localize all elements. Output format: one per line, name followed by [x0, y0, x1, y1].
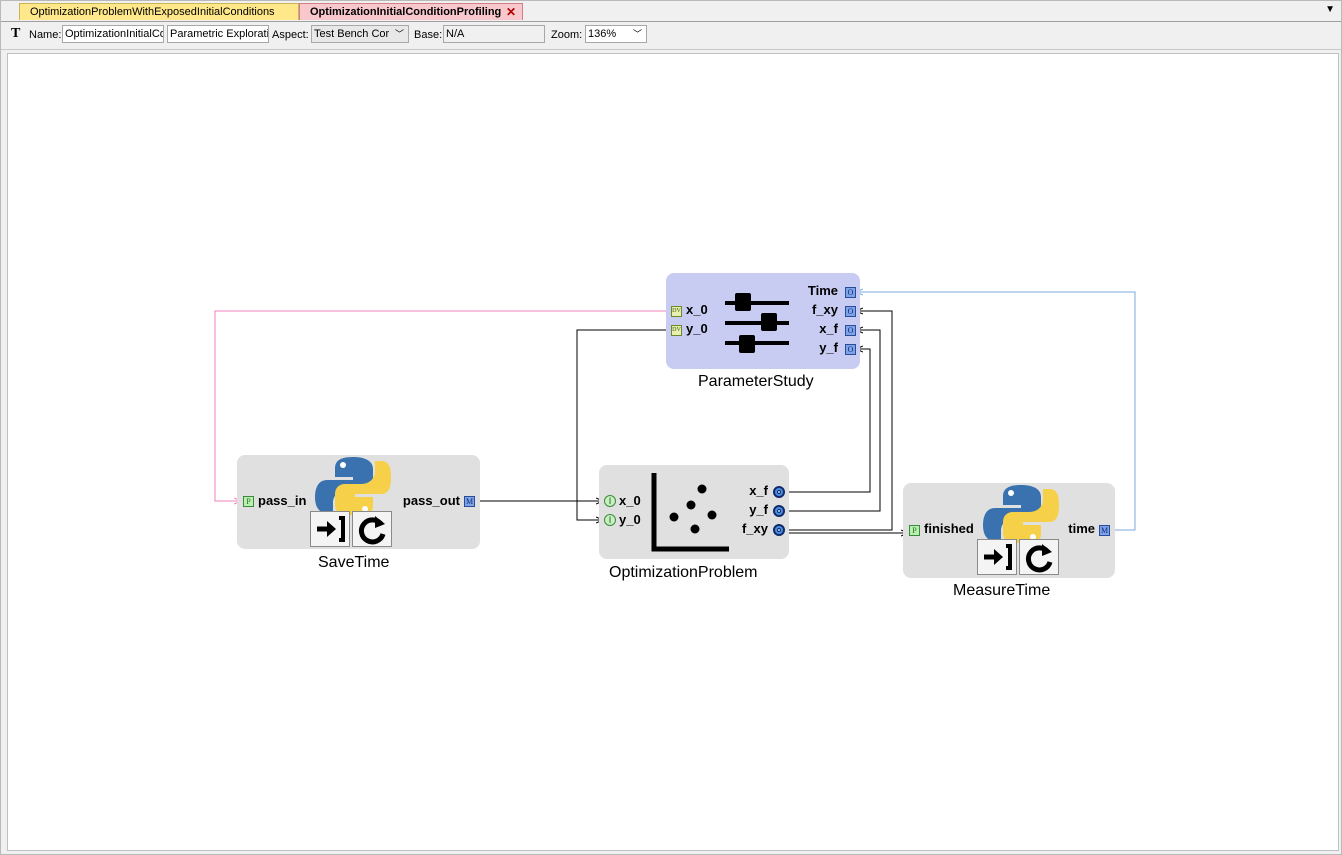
output-port-icon[interactable]: M: [1099, 525, 1110, 536]
port-x0-label: x_0: [619, 493, 641, 508]
input-arrow-button[interactable]: [977, 539, 1017, 575]
wire-xf-to-ps-yf: [784, 349, 871, 493]
scatter-plot-icon: [651, 473, 729, 552]
tab-optimization-problem[interactable]: OptimizationProblemWithExposedInitialCon…: [19, 3, 299, 20]
input-port-icon[interactable]: P: [909, 525, 920, 536]
meta-field[interactable]: Parametric Exploratio: [167, 25, 269, 43]
zoom-select[interactable]: 136% ﹀: [585, 25, 647, 43]
port-yf-label: y_f: [749, 502, 768, 517]
input-port-icon[interactable]: DV: [671, 325, 682, 336]
port-y0-label: y_0: [686, 321, 708, 336]
output-port-icon[interactable]: O: [845, 287, 856, 298]
port-pass-in-label: pass_in: [258, 493, 307, 508]
input-port-icon[interactable]: DV: [671, 306, 682, 317]
output-port-icon[interactable]: [773, 486, 785, 498]
tab-list-dropdown-icon[interactable]: ▼: [1325, 4, 1335, 15]
wire-yf-to-ps-xf: [784, 330, 881, 512]
input-port-icon[interactable]: P: [243, 496, 254, 507]
output-port-icon[interactable]: [773, 524, 785, 536]
wire-fxy-to-ps-fxy: [784, 311, 893, 531]
input-arrow-icon: [984, 544, 1012, 570]
port-y0-label: y_0: [619, 512, 641, 527]
measure-time-block[interactable]: P finished time M: [903, 483, 1115, 578]
text-tool-icon[interactable]: T: [11, 26, 21, 41]
input-arrow-button[interactable]: [310, 511, 350, 547]
close-icon[interactable]: ✕: [505, 5, 516, 19]
output-port-icon[interactable]: O: [845, 306, 856, 317]
refresh-button[interactable]: [352, 511, 392, 547]
port-time-label: Time: [807, 283, 838, 298]
tab-label: OptimizationProblemWithExposedInitialCon…: [30, 6, 275, 18]
zoom-label: Zoom:: [551, 29, 583, 41]
output-port-icon[interactable]: O: [845, 325, 856, 336]
aspect-label: Aspect:: [272, 29, 309, 41]
input-arrow-icon: [317, 516, 345, 542]
port-fxy-label: f_xy: [741, 521, 768, 536]
aspect-value: Test Bench Cor: [314, 28, 390, 40]
tab-label: OptimizationInitialConditionProfiling: [310, 6, 502, 18]
port-xf-label: x_f: [819, 321, 838, 336]
model-canvas[interactable]: DV x_0 DV y_0 Time O f_xy O x_f O y_f O …: [7, 53, 1339, 851]
output-port-icon[interactable]: O: [845, 344, 856, 355]
chevron-down-icon: ﹀: [632, 29, 642, 39]
sliders-icon: [725, 293, 789, 353]
parameter-study-block[interactable]: DV x_0 DV y_0 Time O f_xy O x_f O y_f O: [666, 273, 860, 369]
output-port-icon[interactable]: [773, 505, 785, 517]
port-fxy-label: f_xy: [811, 302, 838, 317]
python-logo-icon: [315, 457, 391, 515]
tab-bar: OptimizationProblemWithExposedInitialCon…: [1, 1, 1341, 22]
name-field[interactable]: OptimizationInitialCor: [62, 25, 164, 43]
port-time-label: time: [1068, 521, 1095, 536]
refresh-button[interactable]: [1019, 539, 1059, 575]
measure-time-caption: MeasureTime: [953, 582, 1051, 599]
wire-x0-to-pass-in: [214, 310, 670, 501]
property-toolbar: T Name: OptimizationInitialCor Parametri…: [1, 22, 1341, 50]
chevron-down-icon: ﹀: [394, 29, 404, 39]
refresh-icon: [1025, 544, 1053, 573]
port-x0-label: x_0: [686, 302, 708, 317]
wire-y0-to-opt-y0: [576, 329, 670, 520]
port-pass-out-label: pass_out: [402, 493, 460, 508]
wire-time-to-ps-time: [856, 292, 1136, 531]
aspect-select[interactable]: Test Bench Cor ﹀: [311, 25, 409, 43]
base-label: Base:: [414, 29, 443, 41]
name-label: Name:: [29, 29, 62, 41]
python-logo-icon: [983, 485, 1059, 543]
input-port-icon[interactable]: I: [604, 495, 616, 507]
refresh-icon: [358, 516, 386, 545]
save-time-caption: SaveTime: [318, 554, 390, 571]
port-finished-label: finished: [924, 521, 974, 536]
parameter-study-caption: ParameterStudy: [698, 373, 814, 390]
save-time-block[interactable]: P pass_in pass_out M: [237, 455, 480, 549]
output-port-icon[interactable]: M: [464, 496, 475, 507]
input-port-icon[interactable]: I: [604, 514, 616, 526]
zoom-value: 136%: [588, 28, 617, 40]
port-yf-label: y_f: [819, 340, 838, 355]
port-xf-label: x_f: [749, 483, 768, 498]
optimization-problem-block[interactable]: I x_0 I y_0 x_f y_f f_xy: [599, 465, 789, 559]
base-field[interactable]: N/A: [443, 25, 545, 43]
connection-layer: [214, 54, 1136, 850]
optimization-problem-caption: OptimizationProblem: [609, 564, 758, 581]
tab-optimization-initial-condition-profiling[interactable]: OptimizationInitialConditionProfiling✕: [299, 3, 523, 20]
